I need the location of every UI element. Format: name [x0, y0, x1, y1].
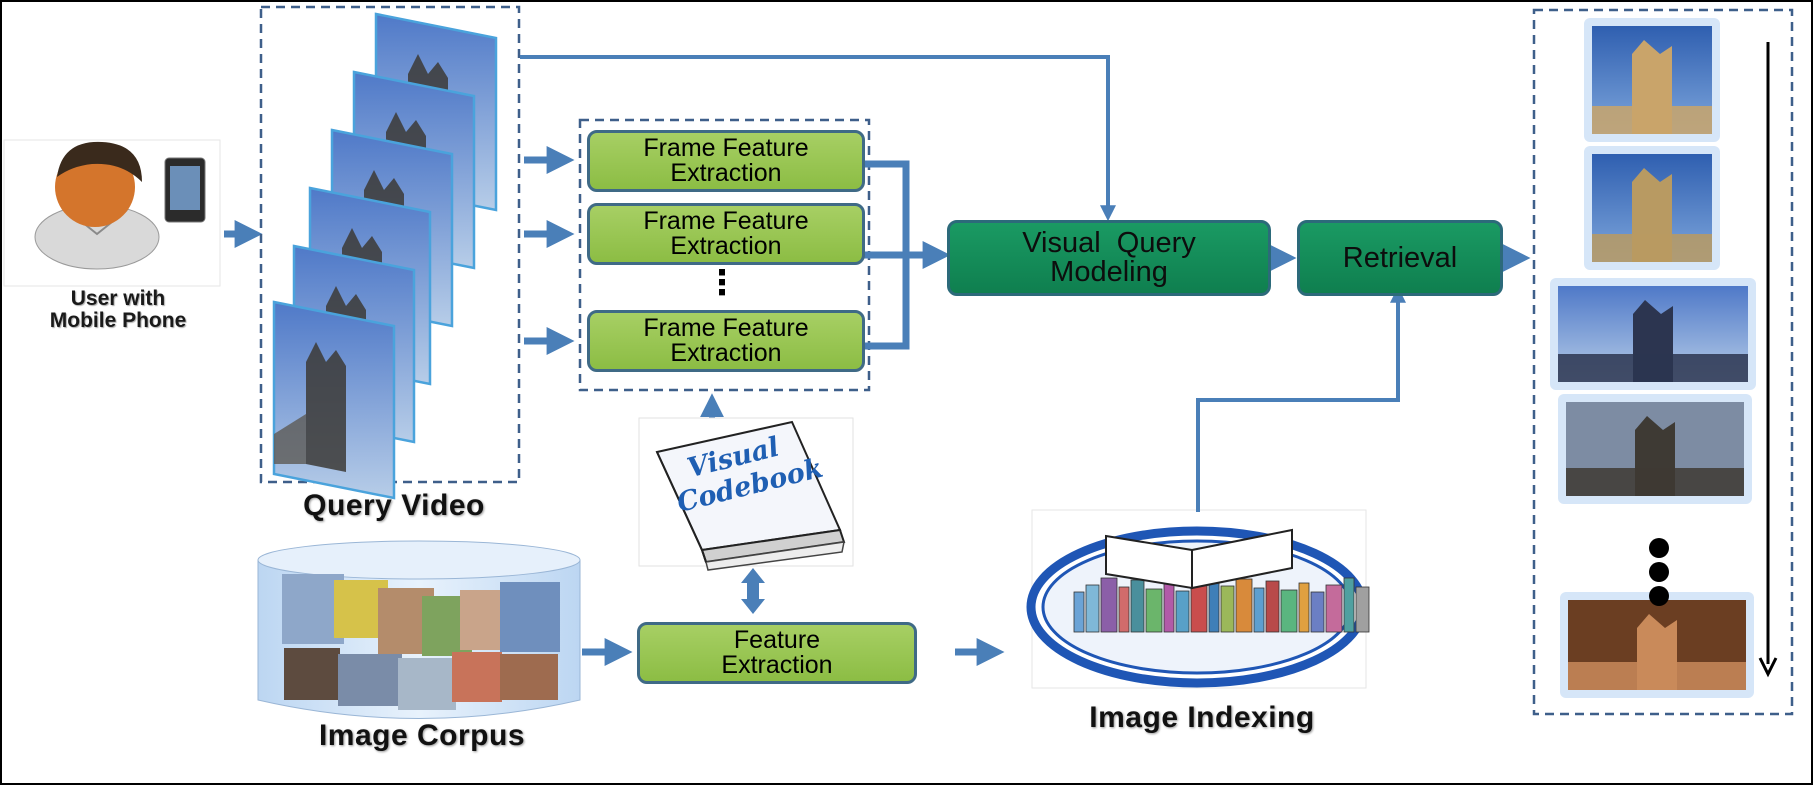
index-book: [1265, 580, 1280, 633]
index-book: [1355, 586, 1370, 633]
result-thumbnails: [1550, 18, 1756, 698]
frame-feature-box-3: Frame Feature Extraction: [587, 310, 865, 372]
arrow-video-to-modeling: [520, 55, 1116, 222]
result-thumbnail: [1560, 592, 1754, 698]
index-books: [1073, 576, 1370, 633]
image-indexing-graphic: [1026, 509, 1370, 689]
user-label: User with Mobile Phone: [49, 287, 187, 333]
index-book: [1163, 581, 1175, 633]
result-ellipsis-dot: [1649, 538, 1669, 558]
ranking-arrow-head: [1758, 657, 1778, 678]
frame-feature-box-2: Frame Feature Extraction: [587, 203, 865, 265]
image-corpus-title: Image Corpus: [318, 719, 526, 752]
index-book: [1085, 584, 1100, 633]
index-book: [1145, 588, 1163, 633]
arrow-codebook-feature-extraction: [741, 568, 765, 614]
index-book: [1343, 577, 1355, 633]
arrow-indexing-to-retrieval: [1196, 286, 1406, 512]
index-book: [1118, 586, 1130, 633]
index-book: [1280, 589, 1298, 633]
index-book: [1253, 587, 1265, 633]
result-thumbnail: [1550, 278, 1756, 390]
user-icon: [3, 139, 221, 287]
index-book: [1190, 583, 1208, 633]
index-book: [1325, 584, 1343, 633]
frame-feature-ellipsis: ⋮: [705, 264, 739, 302]
index-book: [1220, 585, 1235, 633]
index-book: [1073, 591, 1085, 633]
image-corpus-cylinder: [257, 540, 581, 719]
result-ellipsis-dot: [1649, 586, 1669, 606]
result-thumbnail: [1584, 146, 1720, 270]
result-thumbnail: [1558, 394, 1752, 504]
image-indexing-title: Image Indexing: [1089, 701, 1315, 734]
query-video-title: Query Video: [303, 489, 485, 522]
index-book: [1310, 591, 1325, 633]
visual-query-modeling-box: Visual Query Modeling: [947, 220, 1271, 296]
result-thumbnail: [1584, 18, 1720, 142]
index-book: [1130, 579, 1145, 633]
video-frames: [272, 12, 498, 500]
index-book: [1100, 577, 1118, 633]
results-dashed-frame: [1532, 8, 1794, 716]
visual-codebook-book: [638, 417, 854, 571]
merge-bracket: [864, 160, 910, 350]
video-frame: [272, 300, 396, 500]
retrieval-box: Retrieval: [1297, 220, 1503, 296]
index-book: [1175, 590, 1190, 633]
index-book: [1298, 582, 1310, 633]
index-book: [1235, 578, 1253, 633]
feature-extraction-box: Feature Extraction: [637, 622, 917, 684]
result-ellipsis-dot: [1649, 562, 1669, 582]
frame-feature-box-1: Frame Feature Extraction: [587, 130, 865, 192]
